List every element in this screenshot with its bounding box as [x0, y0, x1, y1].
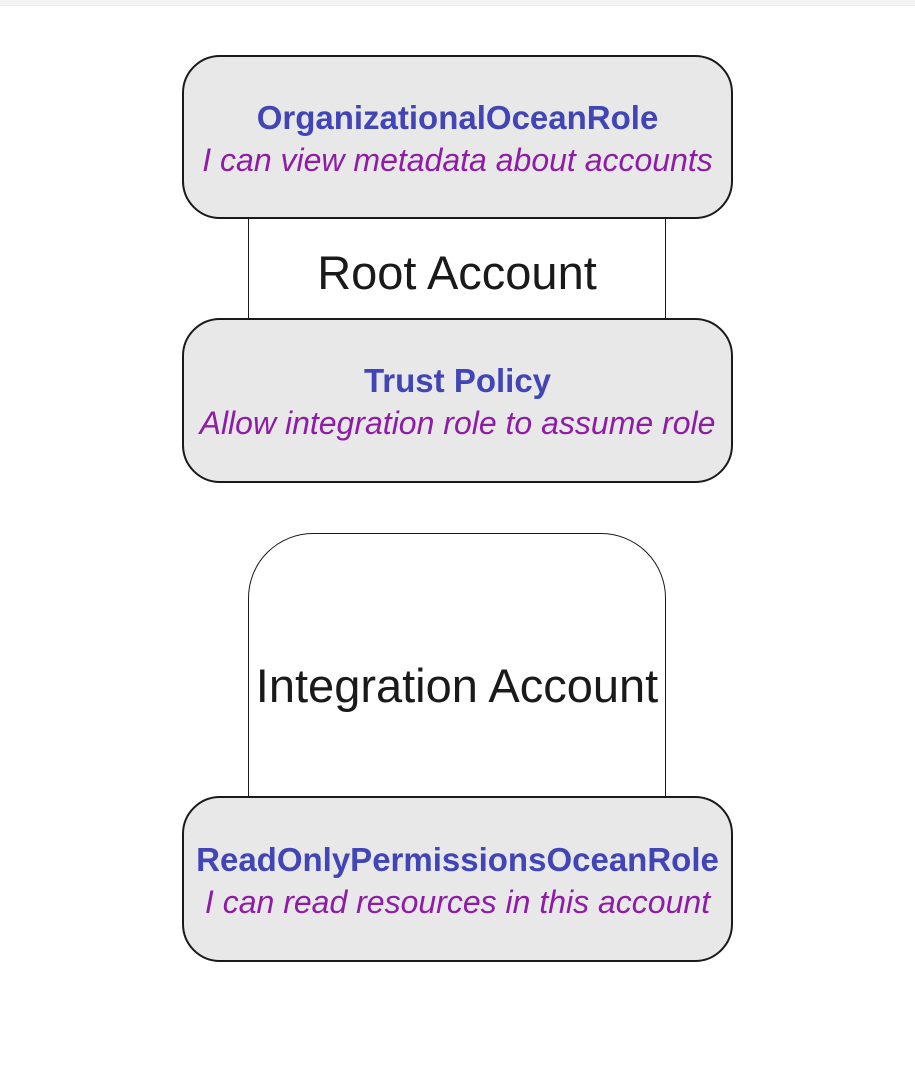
policy-name: Trust Policy: [363, 362, 552, 399]
cluster-root-account-label: Root Account: [317, 246, 597, 299]
node-readonly-permissions-ocean-role: ReadOnlyPermissionsOceanRole I can read …: [182, 796, 733, 962]
node-trust-policy: Trust Policy Allow integration role to a…: [182, 318, 733, 483]
role-description: I can view metadata about accounts: [202, 141, 713, 178]
role-name: ReadOnlyPermissionsOceanRole: [196, 840, 719, 878]
policy-description: Allow integration role to assume role: [199, 405, 716, 441]
cluster-integration-account-label: Integration Account: [255, 659, 659, 712]
role-name: OrganizationalOceanRole: [256, 98, 659, 136]
node-organizational-ocean-role: OrganizationalOceanRole I can view metad…: [182, 55, 733, 219]
page-top-divider: [0, 0, 915, 6]
role-description: I can read resources in this account: [204, 883, 711, 920]
